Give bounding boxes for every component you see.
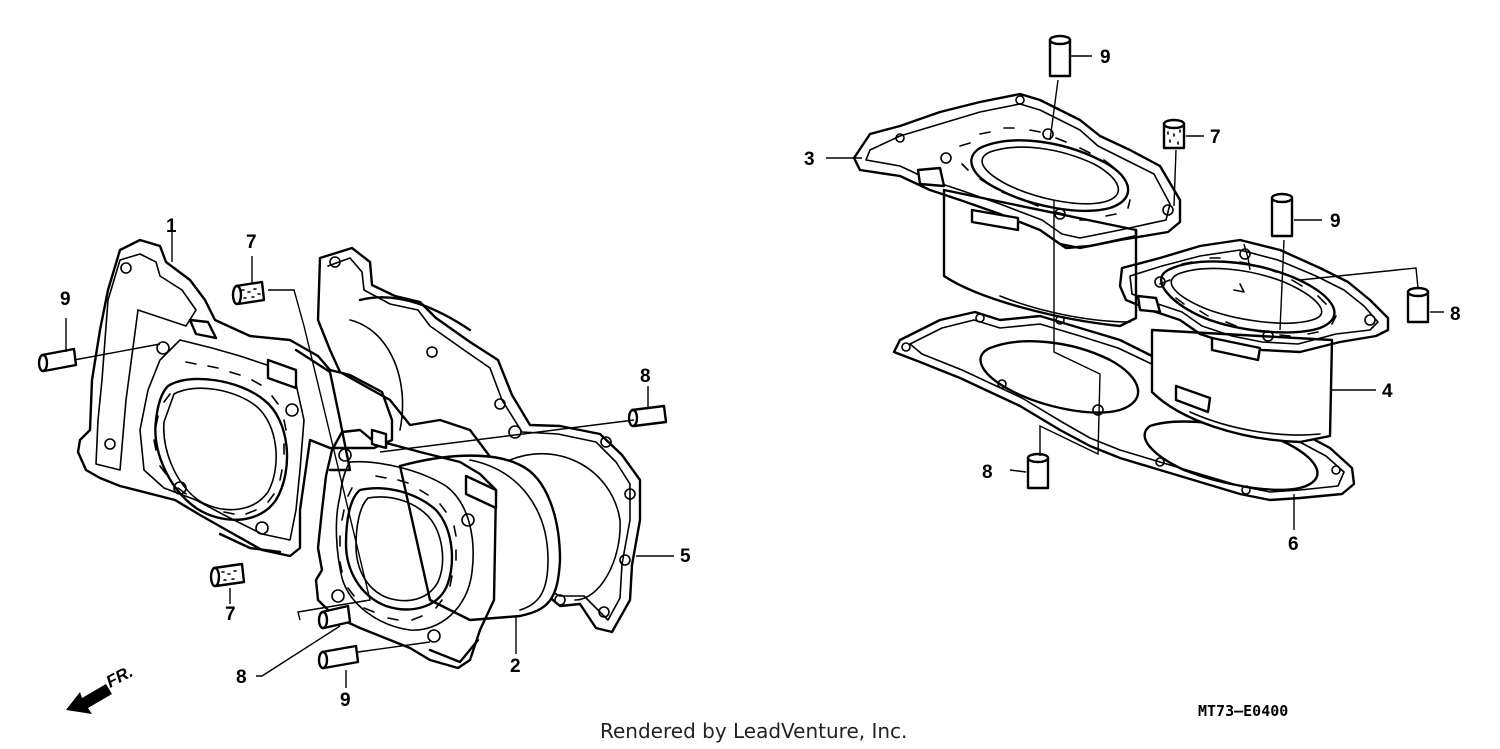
dowel-pin-7-left-lower <box>209 562 246 588</box>
callout-6: 6 <box>1288 534 1299 555</box>
callout-5: 5 <box>680 546 691 567</box>
dowel-pin-8-right-side <box>1406 286 1430 324</box>
cylinder-1 <box>76 238 394 558</box>
diagram-code: MT73–E0400 <box>1198 702 1288 720</box>
leader-lines-left <box>65 232 674 688</box>
dowel-pin-7-right <box>1162 118 1186 150</box>
dowel-pin-9-right-middle <box>1270 192 1294 238</box>
cylinder-3 <box>852 92 1182 328</box>
callout-9: 9 <box>60 289 71 310</box>
callout-7: 7 <box>225 604 236 625</box>
callout-9: 9 <box>340 690 351 711</box>
cylinder-2 <box>314 428 562 670</box>
dowel-pin-9-left-upper <box>37 347 78 373</box>
callout-8: 8 <box>236 667 247 688</box>
dowel-pin-8-left-lower <box>317 604 352 630</box>
callout-9: 9 <box>1330 211 1341 232</box>
callout-7: 7 <box>246 232 257 253</box>
leader-lines-right <box>826 55 1444 530</box>
callout-9: 9 <box>1100 47 1111 68</box>
callout-8: 8 <box>982 462 993 483</box>
callout-8: 8 <box>1450 304 1461 325</box>
front-direction-label: FR. <box>103 662 136 692</box>
dowel-pin-9-right-upper <box>1048 34 1072 78</box>
callout-3: 3 <box>804 149 815 170</box>
cylinder-4 <box>1118 238 1390 444</box>
dowel-pin-7-left-upper <box>231 280 266 306</box>
callout-7: 7 <box>1210 127 1221 148</box>
dowel-pin-8-right-lower <box>1026 452 1050 490</box>
callout-1: 1 <box>166 216 177 237</box>
callout-2: 2 <box>510 656 521 677</box>
gasket-5 <box>316 246 642 634</box>
callout-8: 8 <box>640 366 651 387</box>
dowel-pin-9-left-lower <box>317 644 360 670</box>
render-credit: Rendered by LeadVenture, Inc. <box>600 719 907 743</box>
dowel-pin-8-left-right <box>627 404 668 428</box>
front-direction-arrow-icon: FR. <box>66 662 136 714</box>
callout-4: 4 <box>1382 381 1393 402</box>
